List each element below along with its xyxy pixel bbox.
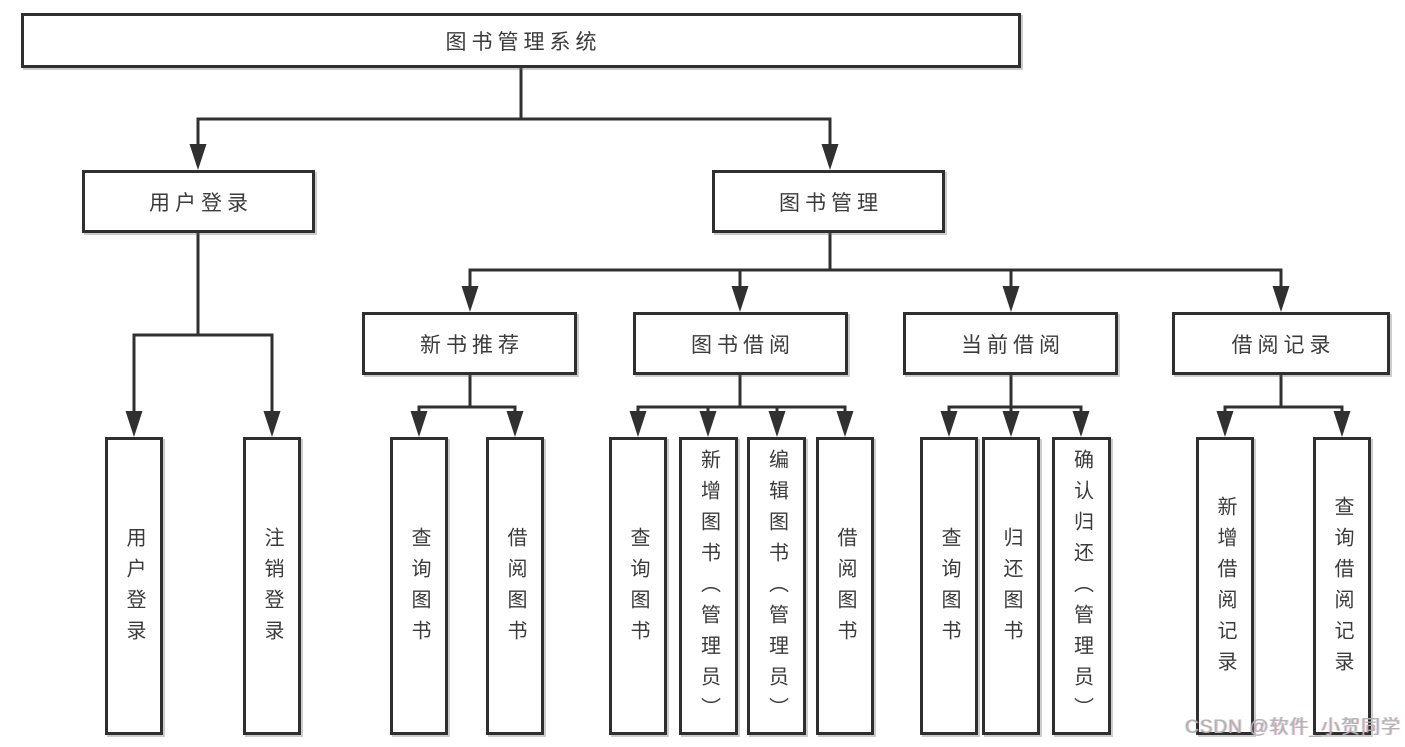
leaf-borrow-book-recommend: 借阅图书 bbox=[486, 437, 544, 735]
leaf-edit-book-admin-label: 编辑图书（管理员） bbox=[765, 449, 788, 728]
node-current-borrowing-label: 当前借阅 bbox=[961, 333, 1065, 357]
leaf-query-book-borrowing-label: 查询图书 bbox=[627, 526, 649, 651]
node-borrowing-records-label: 借阅记录 bbox=[1231, 333, 1336, 357]
leaf-query-borrow-record: 查询借阅记录 bbox=[1313, 437, 1371, 735]
node-book-management-label: 图书管理 bbox=[779, 191, 883, 215]
leaf-confirm-return-admin-label: 确认归还（管理员） bbox=[1070, 449, 1093, 728]
leaf-borrow-book-recommend-label: 借阅图书 bbox=[504, 526, 526, 651]
leaf-query-book-recommend: 查询图书 bbox=[390, 437, 448, 735]
node-user-login: 用户登录 bbox=[82, 170, 315, 233]
leaf-query-book-recommend-label: 查询图书 bbox=[408, 526, 430, 651]
leaf-add-book-admin-label: 新增图书（管理员） bbox=[697, 449, 720, 728]
leaf-query-book-current-label: 查询图书 bbox=[938, 526, 960, 651]
leaf-return-book: 归还图书 bbox=[982, 437, 1040, 735]
node-root-label: 图书管理系统 bbox=[445, 30, 602, 54]
leaf-query-book-borrowing: 查询图书 bbox=[609, 437, 667, 735]
leaf-query-borrow-record-label: 查询借阅记录 bbox=[1331, 495, 1353, 682]
node-book-borrowing-label: 图书借阅 bbox=[691, 333, 795, 357]
leaf-add-borrow-record-label: 新增借阅记录 bbox=[1214, 495, 1236, 682]
leaf-add-book-admin: 新增图书（管理员） bbox=[679, 437, 738, 735]
node-new-book-recommendation: 新书推荐 bbox=[362, 312, 577, 375]
leaf-return-book-label: 归还图书 bbox=[1000, 526, 1022, 651]
leaf-user-login: 用户登录 bbox=[105, 437, 163, 735]
node-borrowing-records: 借阅记录 bbox=[1172, 312, 1390, 375]
leaf-logout-label: 注销登录 bbox=[261, 526, 283, 651]
node-new-book-recommendation-label: 新书推荐 bbox=[420, 333, 524, 357]
leaf-logout: 注销登录 bbox=[243, 437, 301, 735]
leaf-add-borrow-record: 新增借阅记录 bbox=[1196, 437, 1254, 735]
arrowheads bbox=[125, 144, 1351, 437]
node-user-login-label: 用户登录 bbox=[149, 191, 253, 215]
csdn-watermark: CSDN @软件_小贺同学 bbox=[1185, 717, 1401, 738]
node-book-management: 图书管理 bbox=[712, 170, 945, 233]
leaf-user-login-label: 用户登录 bbox=[123, 526, 145, 651]
leaf-borrow-book-borrowing: 借阅图书 bbox=[816, 437, 874, 735]
leaf-edit-book-admin: 编辑图书（管理员） bbox=[747, 437, 806, 735]
leaf-query-book-current: 查询图书 bbox=[920, 437, 978, 735]
node-book-borrowing: 图书借阅 bbox=[633, 312, 848, 375]
leaf-confirm-return-admin: 确认归还（管理员） bbox=[1052, 437, 1111, 735]
leaf-borrow-book-borrowing-label: 借阅图书 bbox=[834, 526, 856, 651]
node-current-borrowing: 当前借阅 bbox=[903, 312, 1118, 375]
node-root: 图书管理系统 bbox=[21, 13, 1021, 68]
